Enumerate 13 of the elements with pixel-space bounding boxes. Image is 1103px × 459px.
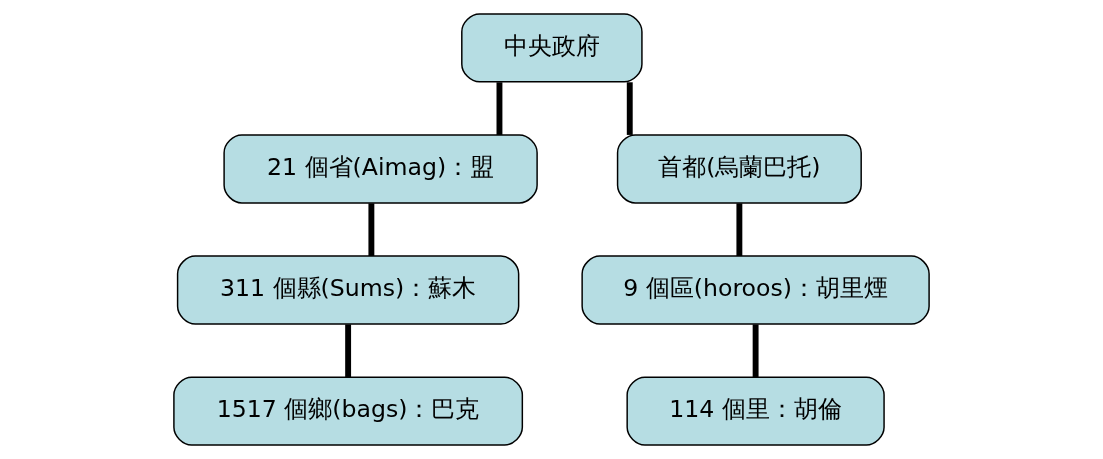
connector (626, 82, 633, 135)
node-box: 中央政府 (461, 13, 643, 83)
connector (345, 324, 352, 378)
connector (496, 82, 503, 135)
connector (752, 324, 759, 378)
connector (736, 203, 743, 256)
node-box: 21 個省(Aimag)：盟 (223, 134, 538, 204)
connector (368, 203, 375, 256)
node-box: 311 個縣(Sums)：蘇木 (176, 255, 520, 325)
node-box: 首都(烏蘭巴托) (616, 134, 862, 204)
node-box: 1517 個鄉(bags)：巴克 (173, 376, 524, 446)
node-box: 9 個區(horoos)：胡里煙 (581, 255, 930, 325)
node-box: 114 個里：胡倫 (626, 376, 885, 446)
